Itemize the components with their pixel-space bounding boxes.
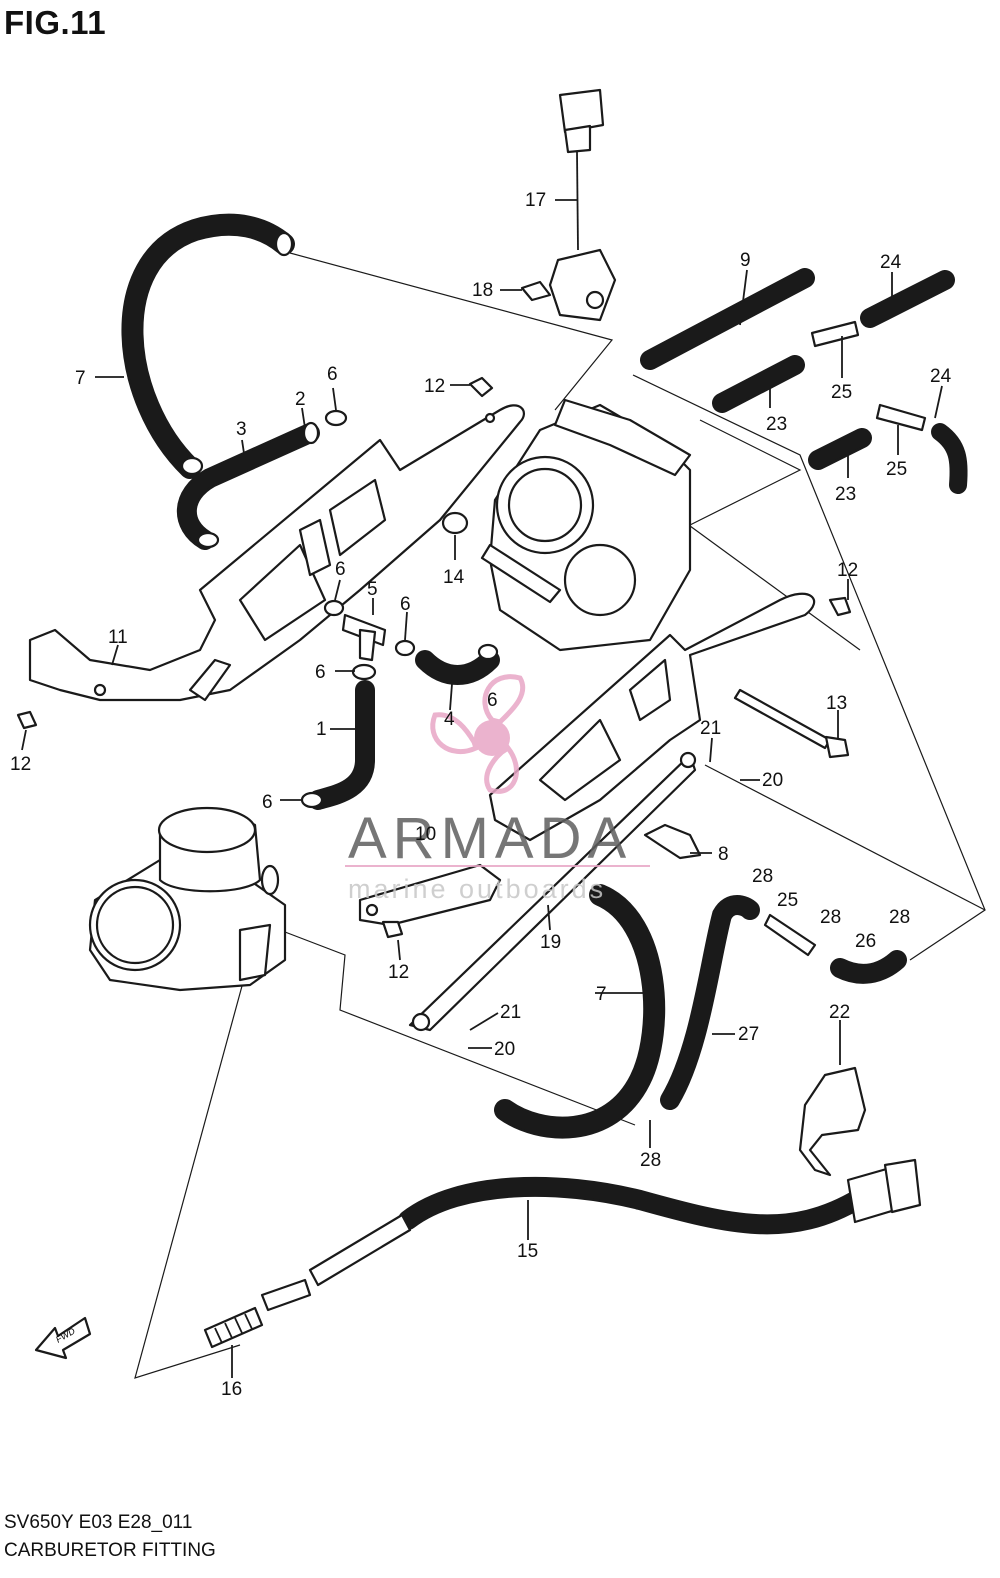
watermark-brand: ARMADA [348, 806, 632, 871]
joints-25 [763, 320, 927, 957]
callout-16: 16 [221, 1379, 242, 1400]
callout-21b: 21 [500, 1002, 521, 1023]
callout-5: 5 [367, 579, 378, 600]
reference-lines [134, 252, 986, 1379]
callout-21a: 21 [700, 718, 721, 739]
hose-4 [415, 650, 500, 685]
callout-6b: 6 [335, 559, 346, 580]
callout-2: 2 [295, 389, 306, 410]
callout-24b: 24 [930, 366, 952, 387]
callout-12d: 12 [388, 962, 409, 983]
hose-7-lower-27 [494, 884, 907, 1139]
watermark: ARMADA marine outboards [345, 674, 650, 904]
spring-16 [203, 1306, 264, 1349]
callout-28a: 28 [752, 866, 773, 887]
callout-25b: 25 [886, 459, 907, 480]
callout-6d: 6 [315, 662, 326, 683]
callout-12c: 12 [10, 754, 31, 775]
watermark-tagline: marine outboards [348, 874, 606, 904]
callout-numbers: 1 2 3 4 5 6 6 6 6 6 6 7 7 8 9 10 11 12 1… [10, 190, 952, 1400]
carburetor-lower [88, 806, 287, 992]
bracket-22-holder-8 [643, 823, 867, 1177]
bracket-plate-19 [408, 592, 816, 1032]
bolt-13 [733, 688, 850, 759]
callout-10: 10 [415, 824, 436, 845]
callout-6f: 6 [262, 792, 273, 813]
callout-28b: 28 [820, 907, 841, 928]
callout-4: 4 [444, 709, 455, 730]
callout-28d: 28 [640, 1150, 661, 1171]
callout-12a: 12 [424, 376, 445, 397]
sensor-17 [548, 88, 617, 322]
callout-24a: 24 [880, 252, 902, 273]
callout-6c: 6 [400, 594, 411, 615]
callout-9: 9 [740, 250, 751, 271]
callout-23b: 23 [835, 484, 856, 505]
callout-7b: 7 [596, 984, 607, 1005]
callout-17: 17 [525, 190, 546, 211]
callout-leaders [21, 199, 943, 1378]
callout-12b: 12 [837, 560, 858, 581]
callout-23a: 23 [766, 414, 787, 435]
callout-15: 15 [517, 1241, 538, 1262]
cable-15 [260, 1158, 922, 1312]
callout-20b: 20 [494, 1039, 515, 1060]
callout-11: 11 [108, 627, 128, 648]
callout-28c: 28 [889, 907, 910, 928]
joint-5 [341, 613, 387, 662]
callout-25c: 25 [777, 890, 798, 911]
callout-1: 1 [316, 719, 327, 740]
figure-title: FIG.11 [4, 4, 107, 41]
callout-18: 18 [472, 280, 493, 301]
bracket-plate-11 [28, 404, 525, 702]
hoses-9-23-24 [640, 268, 968, 494]
callout-6a: 6 [327, 364, 338, 385]
callout-7a: 7 [75, 368, 86, 389]
figure-caption: CARBURETOR FITTING [4, 1540, 216, 1561]
callout-27: 27 [738, 1024, 759, 1045]
hose-1 [308, 680, 375, 810]
propeller-logo-icon [430, 674, 525, 794]
callout-3: 3 [236, 419, 247, 440]
carburetor-upper [441, 398, 692, 652]
hose-2-3 [176, 421, 320, 550]
fwd-arrow-icon: FWD [34, 1316, 92, 1360]
callout-14: 14 [443, 567, 465, 588]
screws-12-18 [16, 280, 852, 939]
callout-13: 13 [826, 693, 847, 714]
callout-20a: 20 [762, 770, 783, 791]
callout-22: 22 [829, 1002, 850, 1023]
callout-25a: 25 [831, 382, 852, 403]
model-code: SV650Y E03 E28_011 [4, 1512, 193, 1533]
callout-8: 8 [718, 844, 729, 865]
hose-7-upper [121, 213, 295, 479]
callout-26: 26 [855, 931, 876, 952]
callout-19: 19 [540, 932, 561, 953]
callout-6e: 6 [487, 690, 498, 711]
